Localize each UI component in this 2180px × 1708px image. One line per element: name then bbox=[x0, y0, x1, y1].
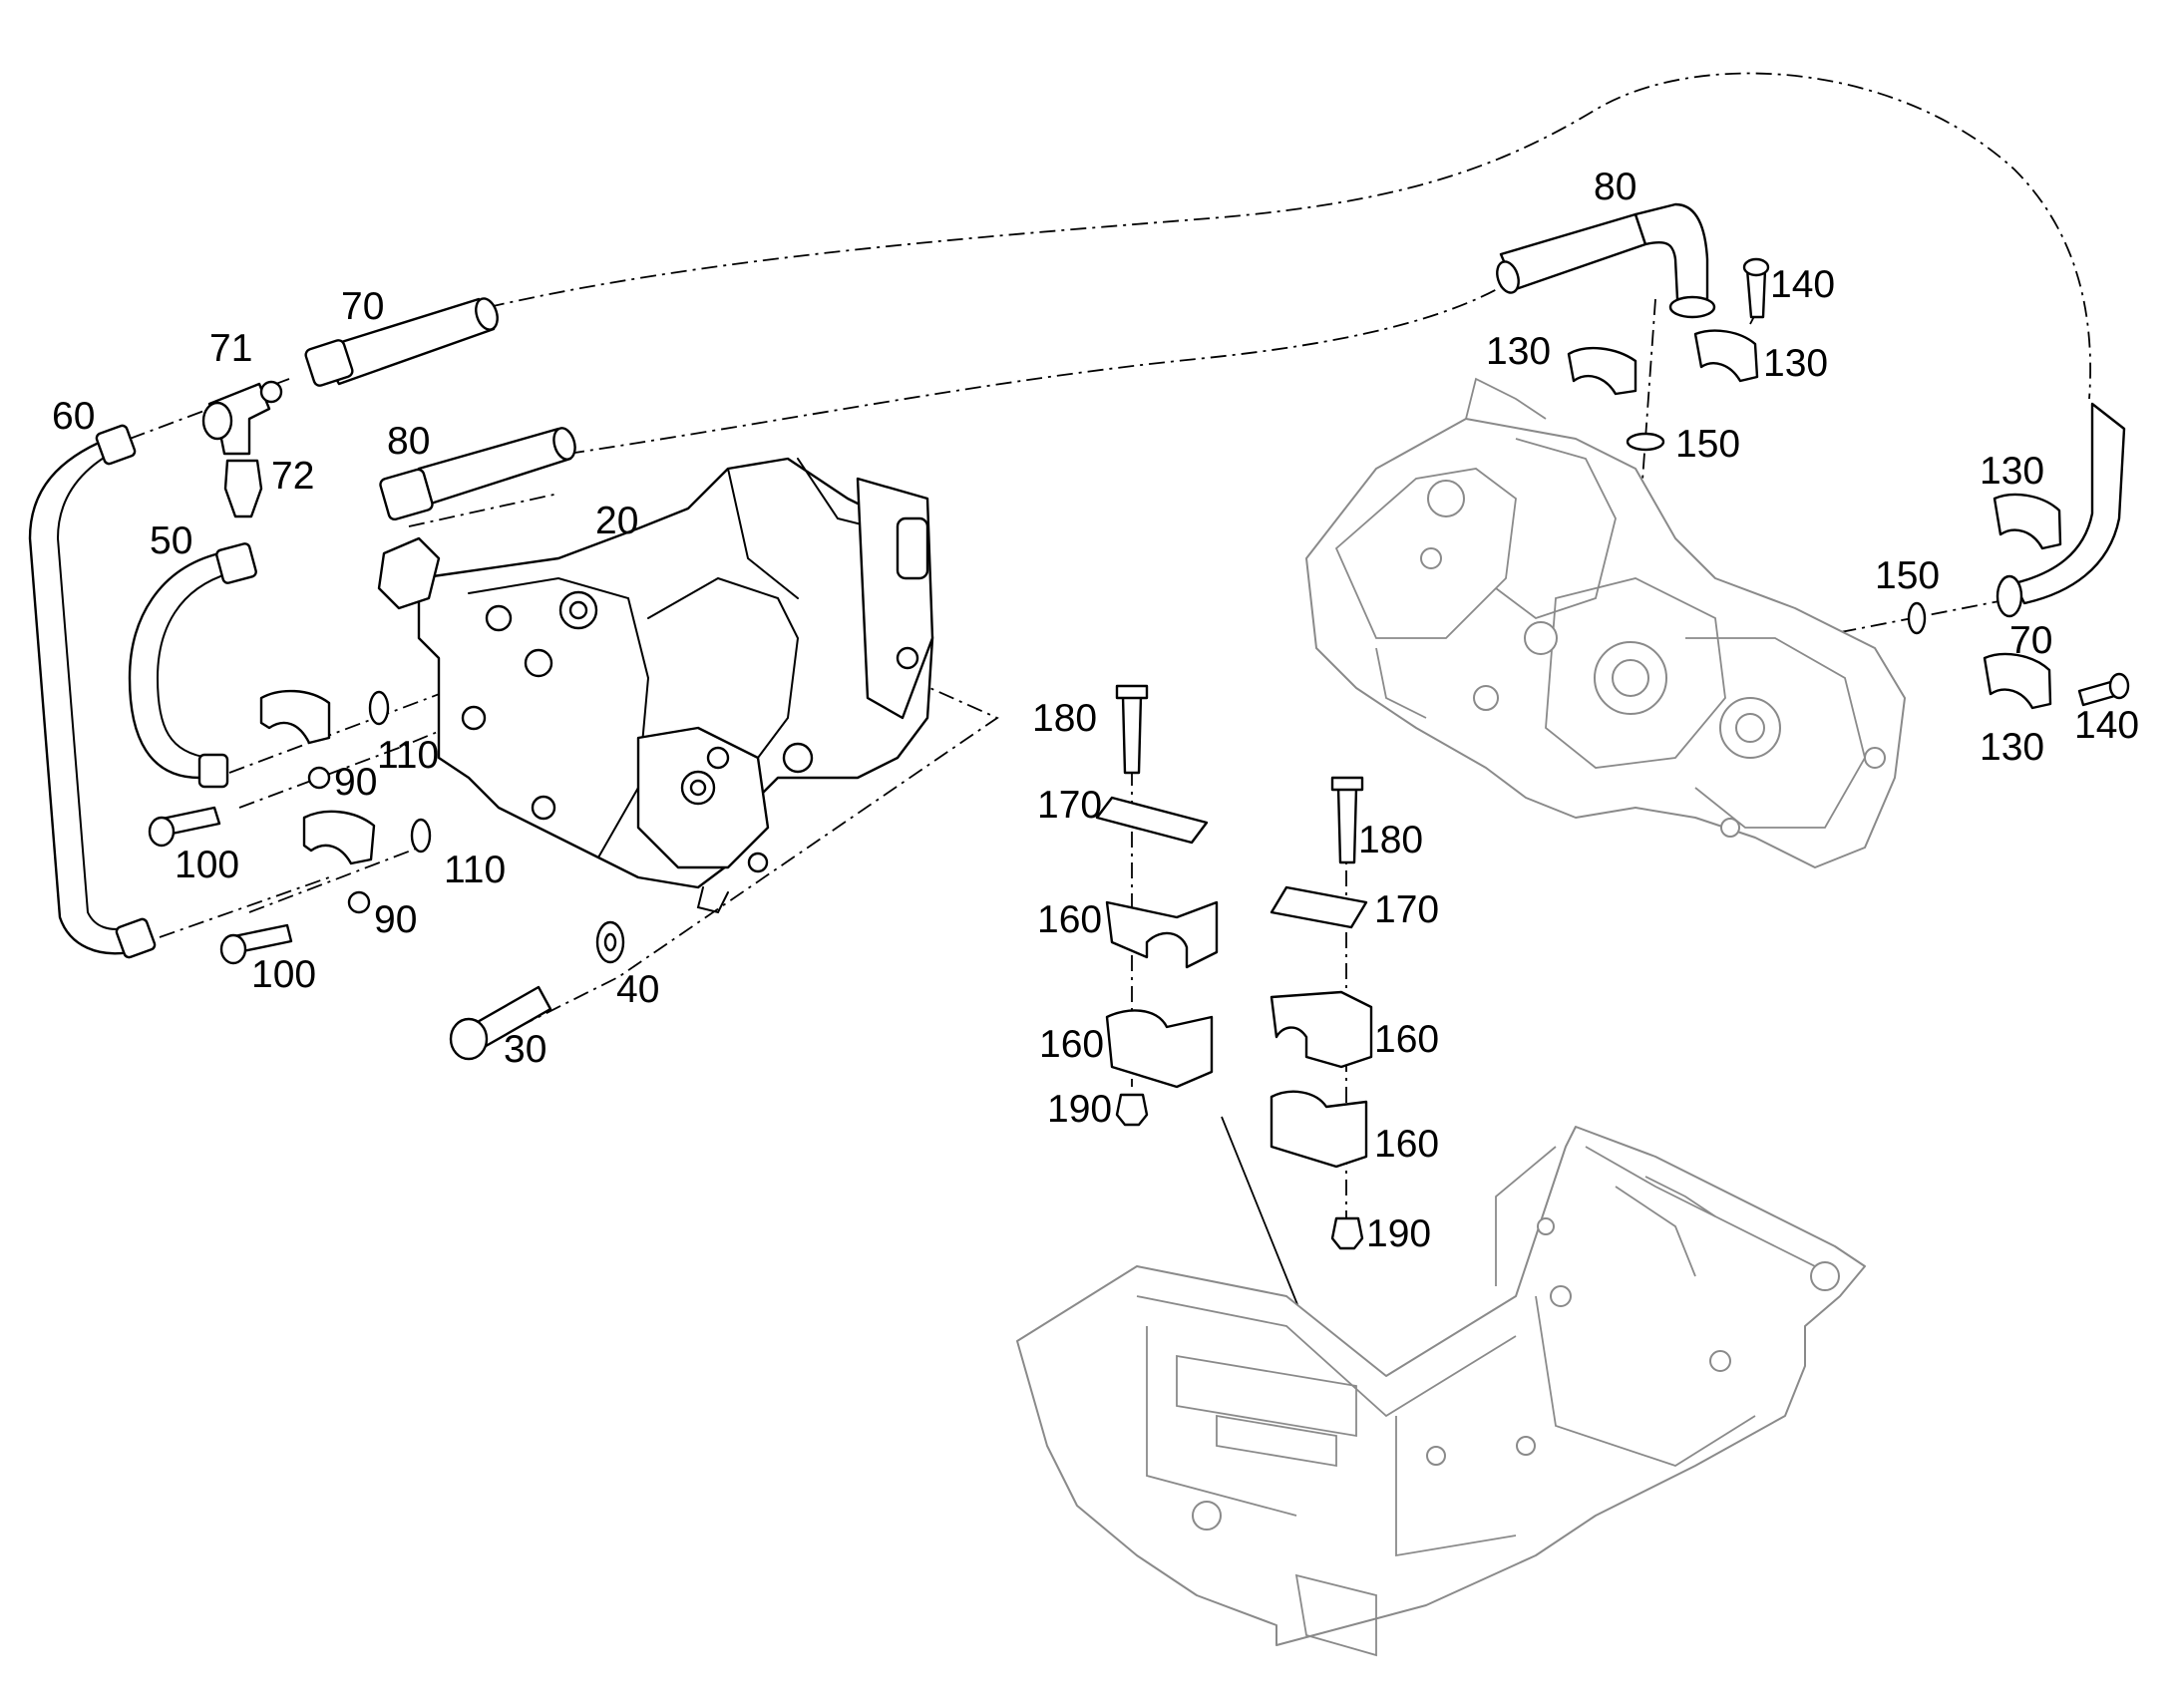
block-160-right-upper bbox=[1270, 990, 1373, 1069]
washer-40 bbox=[595, 920, 625, 964]
callout-130: 130 bbox=[1980, 450, 2044, 493]
flange-half-90-lower bbox=[302, 810, 376, 914]
hydraulic-motor bbox=[377, 457, 934, 914]
callout-60: 60 bbox=[52, 395, 95, 438]
tee-fitting-71 bbox=[201, 380, 283, 456]
callout-30: 30 bbox=[504, 1028, 546, 1071]
callout-150: 150 bbox=[1675, 423, 1740, 466]
callout-100: 100 bbox=[175, 844, 239, 886]
callout-20: 20 bbox=[595, 500, 638, 542]
callout-160: 160 bbox=[1374, 1123, 1439, 1166]
callout-170: 170 bbox=[1037, 784, 1102, 827]
callout-190: 190 bbox=[1366, 1212, 1431, 1255]
callout-110: 110 bbox=[444, 849, 506, 891]
bolt-100-lower bbox=[219, 923, 293, 965]
callout-170: 170 bbox=[1374, 888, 1439, 931]
block-160-right-middle bbox=[1270, 1090, 1368, 1169]
ghost-pump-assembly bbox=[1305, 377, 1906, 868]
bolt-180-right bbox=[1330, 776, 1364, 864]
callout-100: 100 bbox=[251, 953, 316, 996]
callout-70: 70 bbox=[341, 285, 384, 328]
callout-190: 190 bbox=[1047, 1088, 1112, 1131]
hose-80-left bbox=[379, 427, 576, 521]
bolt-140-upper bbox=[1742, 257, 1770, 319]
flange-half-130-c bbox=[1993, 493, 2062, 550]
callout-90: 90 bbox=[374, 898, 417, 941]
bolt-140-lower bbox=[2077, 672, 2130, 707]
callout-150: 150 bbox=[1875, 554, 1940, 597]
hose-80-right bbox=[1496, 202, 1716, 319]
plate-170-right bbox=[1270, 885, 1368, 929]
flange-half-130-b bbox=[1693, 329, 1759, 383]
hose-70-left bbox=[304, 297, 499, 387]
callout-110: 110 bbox=[377, 734, 439, 777]
plug-72 bbox=[223, 459, 263, 518]
callout-160: 160 bbox=[1039, 1023, 1104, 1066]
callout-71: 71 bbox=[209, 327, 252, 370]
callout-72: 72 bbox=[271, 455, 314, 498]
callout-70: 70 bbox=[2009, 619, 2052, 662]
block-160-left-upper bbox=[1105, 900, 1219, 969]
callout-140: 140 bbox=[1770, 263, 1835, 306]
nut-190-right bbox=[1330, 1216, 1364, 1250]
bolt-30 bbox=[449, 985, 552, 1061]
block-160-left-lower bbox=[1105, 1009, 1214, 1089]
callout-140: 140 bbox=[2074, 704, 2139, 747]
o-ring-150-upper bbox=[1626, 432, 1665, 452]
callout-160: 160 bbox=[1037, 898, 1102, 941]
hose-70-right bbox=[1996, 402, 2126, 618]
callout-130: 130 bbox=[1980, 726, 2044, 769]
bolt-100-upper bbox=[148, 806, 221, 848]
nut-190-left bbox=[1115, 1093, 1149, 1127]
callout-130: 130 bbox=[1486, 330, 1551, 373]
callout-80: 80 bbox=[387, 420, 430, 463]
flange-half-90-upper bbox=[259, 689, 331, 790]
callout-50: 50 bbox=[150, 519, 192, 562]
callout-130: 130 bbox=[1763, 342, 1828, 385]
callout-180: 180 bbox=[1032, 697, 1097, 740]
callout-160: 160 bbox=[1374, 1018, 1439, 1061]
callout-40: 40 bbox=[616, 968, 659, 1011]
bolt-180-left bbox=[1115, 684, 1149, 775]
hose-50 bbox=[128, 542, 257, 789]
plate-170-left bbox=[1095, 796, 1209, 845]
callout-180: 180 bbox=[1358, 819, 1423, 861]
flange-half-130-d bbox=[1983, 652, 2052, 710]
callout-80: 80 bbox=[1594, 166, 1636, 208]
callout-labels: 20 30 40 50 60 70 70 71 72 80 80 90 90 1… bbox=[52, 166, 2139, 1255]
callout-90: 90 bbox=[334, 761, 377, 804]
o-ring-150-right bbox=[1907, 601, 1927, 635]
o-ring-110-upper bbox=[368, 690, 390, 726]
flange-half-130-a bbox=[1567, 346, 1637, 396]
hose-60 bbox=[28, 424, 157, 959]
o-ring-110-lower bbox=[410, 818, 432, 854]
machine-frame bbox=[1016, 1126, 1866, 1657]
